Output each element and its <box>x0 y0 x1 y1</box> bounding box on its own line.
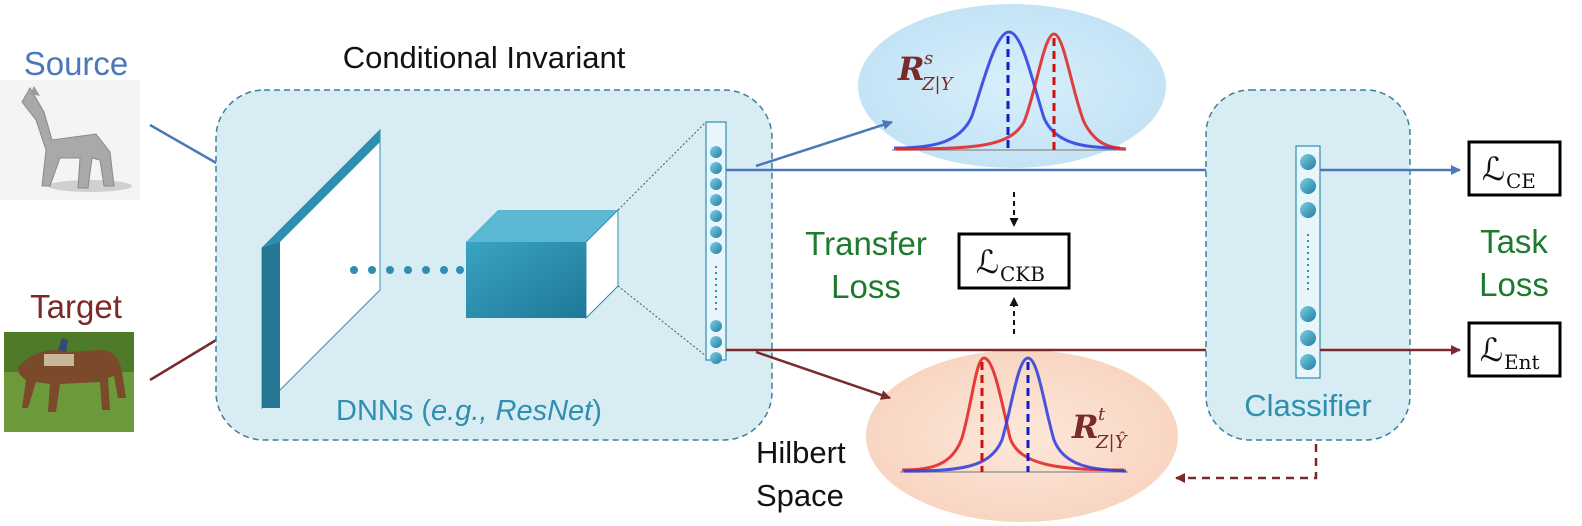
source-operator-sup: s <box>924 48 933 69</box>
ce-loss-box <box>1467 140 1562 197</box>
ckb-loss-sub: CKB <box>1000 262 1045 286</box>
source-image <box>0 80 140 200</box>
classifier-label: Classifier <box>1244 388 1371 423</box>
target-operator-sub: Z|Ŷ <box>1095 430 1129 453</box>
target-class-b-curve <box>903 356 1127 473</box>
ckb-loss-symbol: ℒ <box>976 243 999 281</box>
transfer-loss-line2: Loss <box>831 268 901 305</box>
pseudo-label-feedback-arrow <box>1175 444 1318 483</box>
ent-loss-sub: Ent <box>1504 350 1540 374</box>
input-layer-plate <box>261 128 381 410</box>
hilbert-label-line2: Space <box>756 478 844 513</box>
target-operator-symbol: R <box>1071 408 1099 446</box>
source-hilbert-ellipse <box>858 4 1166 168</box>
dnn-label: DNNs (e.g., ResNet) <box>336 395 602 427</box>
target-class-a-curve <box>901 356 1125 472</box>
source-class-b-curve <box>895 32 1127 151</box>
target-image <box>4 332 134 432</box>
ent-loss-box <box>1467 321 1562 378</box>
projection-line-bottom <box>617 285 707 357</box>
source-embedding-arrow <box>755 120 893 168</box>
target-label: Target <box>30 288 122 325</box>
source-label: Source <box>24 45 129 82</box>
classifier-nodes <box>1300 154 1316 370</box>
target-hilbert-ellipse <box>866 350 1178 522</box>
source-class-a-curve <box>893 30 1121 150</box>
feature-vector-nodes <box>710 146 722 364</box>
source-operator-sub: Z|Y <box>921 74 955 95</box>
hilbert-label-line1: Hilbert <box>756 435 846 470</box>
transfer-loss-line1: Transfer <box>805 225 927 262</box>
ent-loss-symbol: ℒ <box>1480 331 1503 369</box>
projection-line-top <box>617 121 707 211</box>
conditional-invariant-label: Conditional Invariant <box>343 40 626 75</box>
target-operator-sup: t <box>1098 404 1106 425</box>
task-loss-line2: Loss <box>1479 266 1549 303</box>
source-operator-symbol: R <box>897 50 925 88</box>
ce-loss-sub: CE <box>1506 169 1536 193</box>
ce-loss-symbol: ℒ <box>1482 150 1505 188</box>
ckb-loss-box <box>957 232 1071 290</box>
layer-ellipsis <box>350 266 464 274</box>
task-loss-line1: Task <box>1480 223 1548 260</box>
feature-cube <box>466 208 619 320</box>
target-embedding-arrow <box>755 350 891 400</box>
